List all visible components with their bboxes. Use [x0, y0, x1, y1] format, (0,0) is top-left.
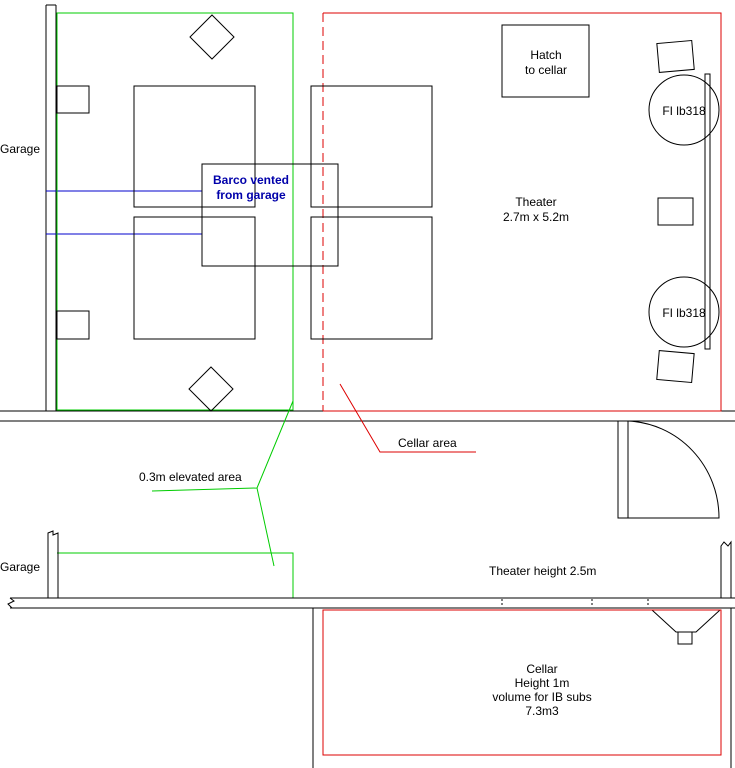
seat	[310, 85, 433, 208]
cellar-area-label: Cellar area	[398, 436, 457, 450]
theater-height-label: Theater height 2.5m	[489, 564, 596, 578]
walls	[0, 4, 735, 422]
seat	[133, 85, 256, 208]
screen	[704, 73, 711, 350]
hatch-box	[501, 24, 590, 98]
subwoofer-top	[648, 74, 720, 146]
cellar-area-outline	[322, 12, 722, 412]
cellar-label-line1: Cellar	[526, 662, 557, 676]
theater-label-line2: 2.7m x 5.2m	[503, 210, 569, 224]
seat	[133, 216, 256, 340]
side-speakers	[56, 85, 90, 340]
hatch-label-line2: to cellar	[525, 63, 567, 77]
seat	[310, 216, 433, 340]
garage-label-bottom: Garage	[0, 560, 40, 574]
cellar-label-line4: 7.3m3	[525, 704, 559, 718]
cellar-label-line2: Height 1m	[515, 676, 570, 690]
front-speakers	[648, 39, 720, 384]
garage-label-top: Garage	[0, 142, 40, 156]
door	[617, 420, 720, 519]
leader-lines	[151, 383, 476, 567]
barco-vent-duct	[46, 190, 202, 235]
subwoofer-label-bottom: FI lb318	[662, 306, 706, 320]
rear-speakers	[188, 14, 235, 412]
elevated-area-outline	[56, 12, 294, 598]
barco-label-line2: from garage	[216, 188, 286, 202]
theater-label-line1: Theater	[515, 195, 556, 209]
subwoofer-label-top: FI lb318	[662, 104, 706, 118]
projector-box	[201, 163, 339, 267]
cellar-label-line3: volume for IB subs	[492, 690, 591, 704]
seats	[133, 85, 433, 340]
barco-label-line1: Barco vented	[213, 173, 289, 187]
section-view	[7, 530, 735, 768]
elevated-area-label: 0.3m elevated area	[139, 470, 242, 484]
hatch-label-line1: Hatch	[530, 48, 561, 62]
subwoofer-bottom	[648, 276, 720, 348]
cellar-section-outline	[322, 609, 722, 756]
